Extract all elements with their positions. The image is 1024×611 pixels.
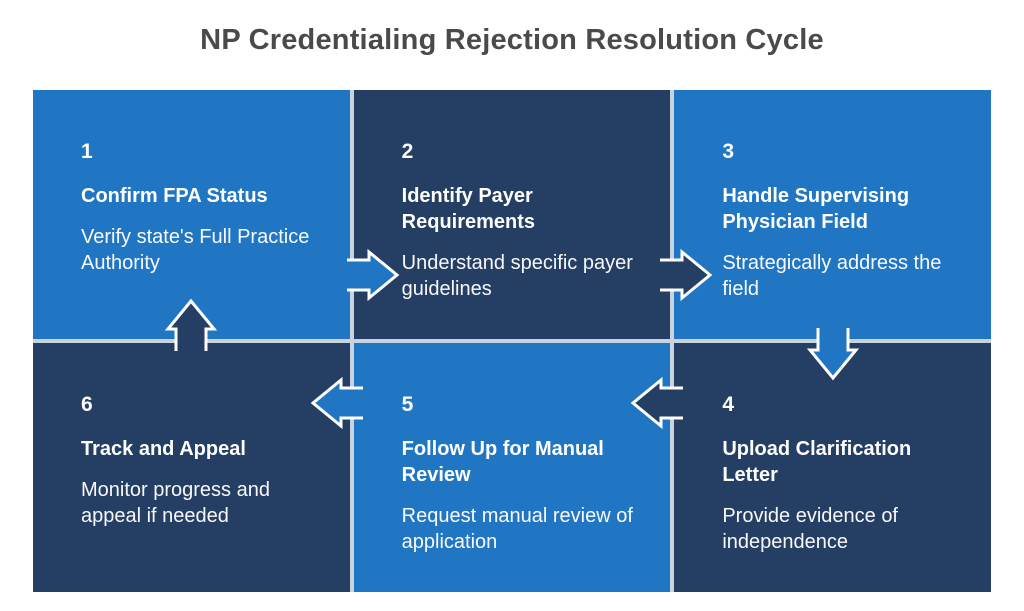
step-panel-5: 5 Follow Up for Manual Review Request ma… xyxy=(353,343,671,592)
cycle-grid: 1 Confirm FPA Status Verify state's Full… xyxy=(33,90,991,592)
step-1-title: Confirm FPA Status xyxy=(81,185,268,207)
step-3-description: Strategically address the field xyxy=(722,252,942,300)
step-5-title: Follow Up for Manual Review xyxy=(401,438,604,486)
step-2-title: Identify Payer Requirements xyxy=(401,185,536,233)
step-3-title: Handle Supervising Physician Field xyxy=(722,185,910,233)
step-panel-2: 2 Identify Payer Requirements Understand… xyxy=(353,90,671,339)
step-4-number: 4 xyxy=(722,393,735,416)
step-2-number: 2 xyxy=(401,140,414,163)
step-panel-4: 4 Upload Clarification Letter Provide ev… xyxy=(674,343,991,592)
step-2-description: Understand specific payer guidelines xyxy=(401,252,633,300)
step-4-title: Upload Clarification Letter xyxy=(722,438,912,486)
step-3-number: 3 xyxy=(722,140,735,163)
step-6-title: Track and Appeal xyxy=(81,438,246,460)
step-5-description: Request manual review of application xyxy=(401,505,633,553)
step-panel-1: 1 Confirm FPA Status Verify state's Full… xyxy=(33,90,350,339)
step-1-description: Verify state's Full Practice Authority xyxy=(81,226,310,274)
step-6-number: 6 xyxy=(81,393,93,416)
page-title: NP Credentialing Rejection Resolution Cy… xyxy=(200,24,824,56)
step-panel-3: 3 Handle Supervising Physician Field Str… xyxy=(674,90,991,339)
step-6-description: Monitor progress and appeal if needed xyxy=(81,479,270,527)
step-4-description: Provide evidence of independence xyxy=(722,505,898,553)
step-5-number: 5 xyxy=(401,393,414,416)
step-panel-6: 6 Track and Appeal Monitor progress and … xyxy=(33,343,350,592)
step-1-number: 1 xyxy=(81,140,93,163)
cycle-diagram: 1 Confirm FPA Status Verify state's Full… xyxy=(30,87,994,595)
